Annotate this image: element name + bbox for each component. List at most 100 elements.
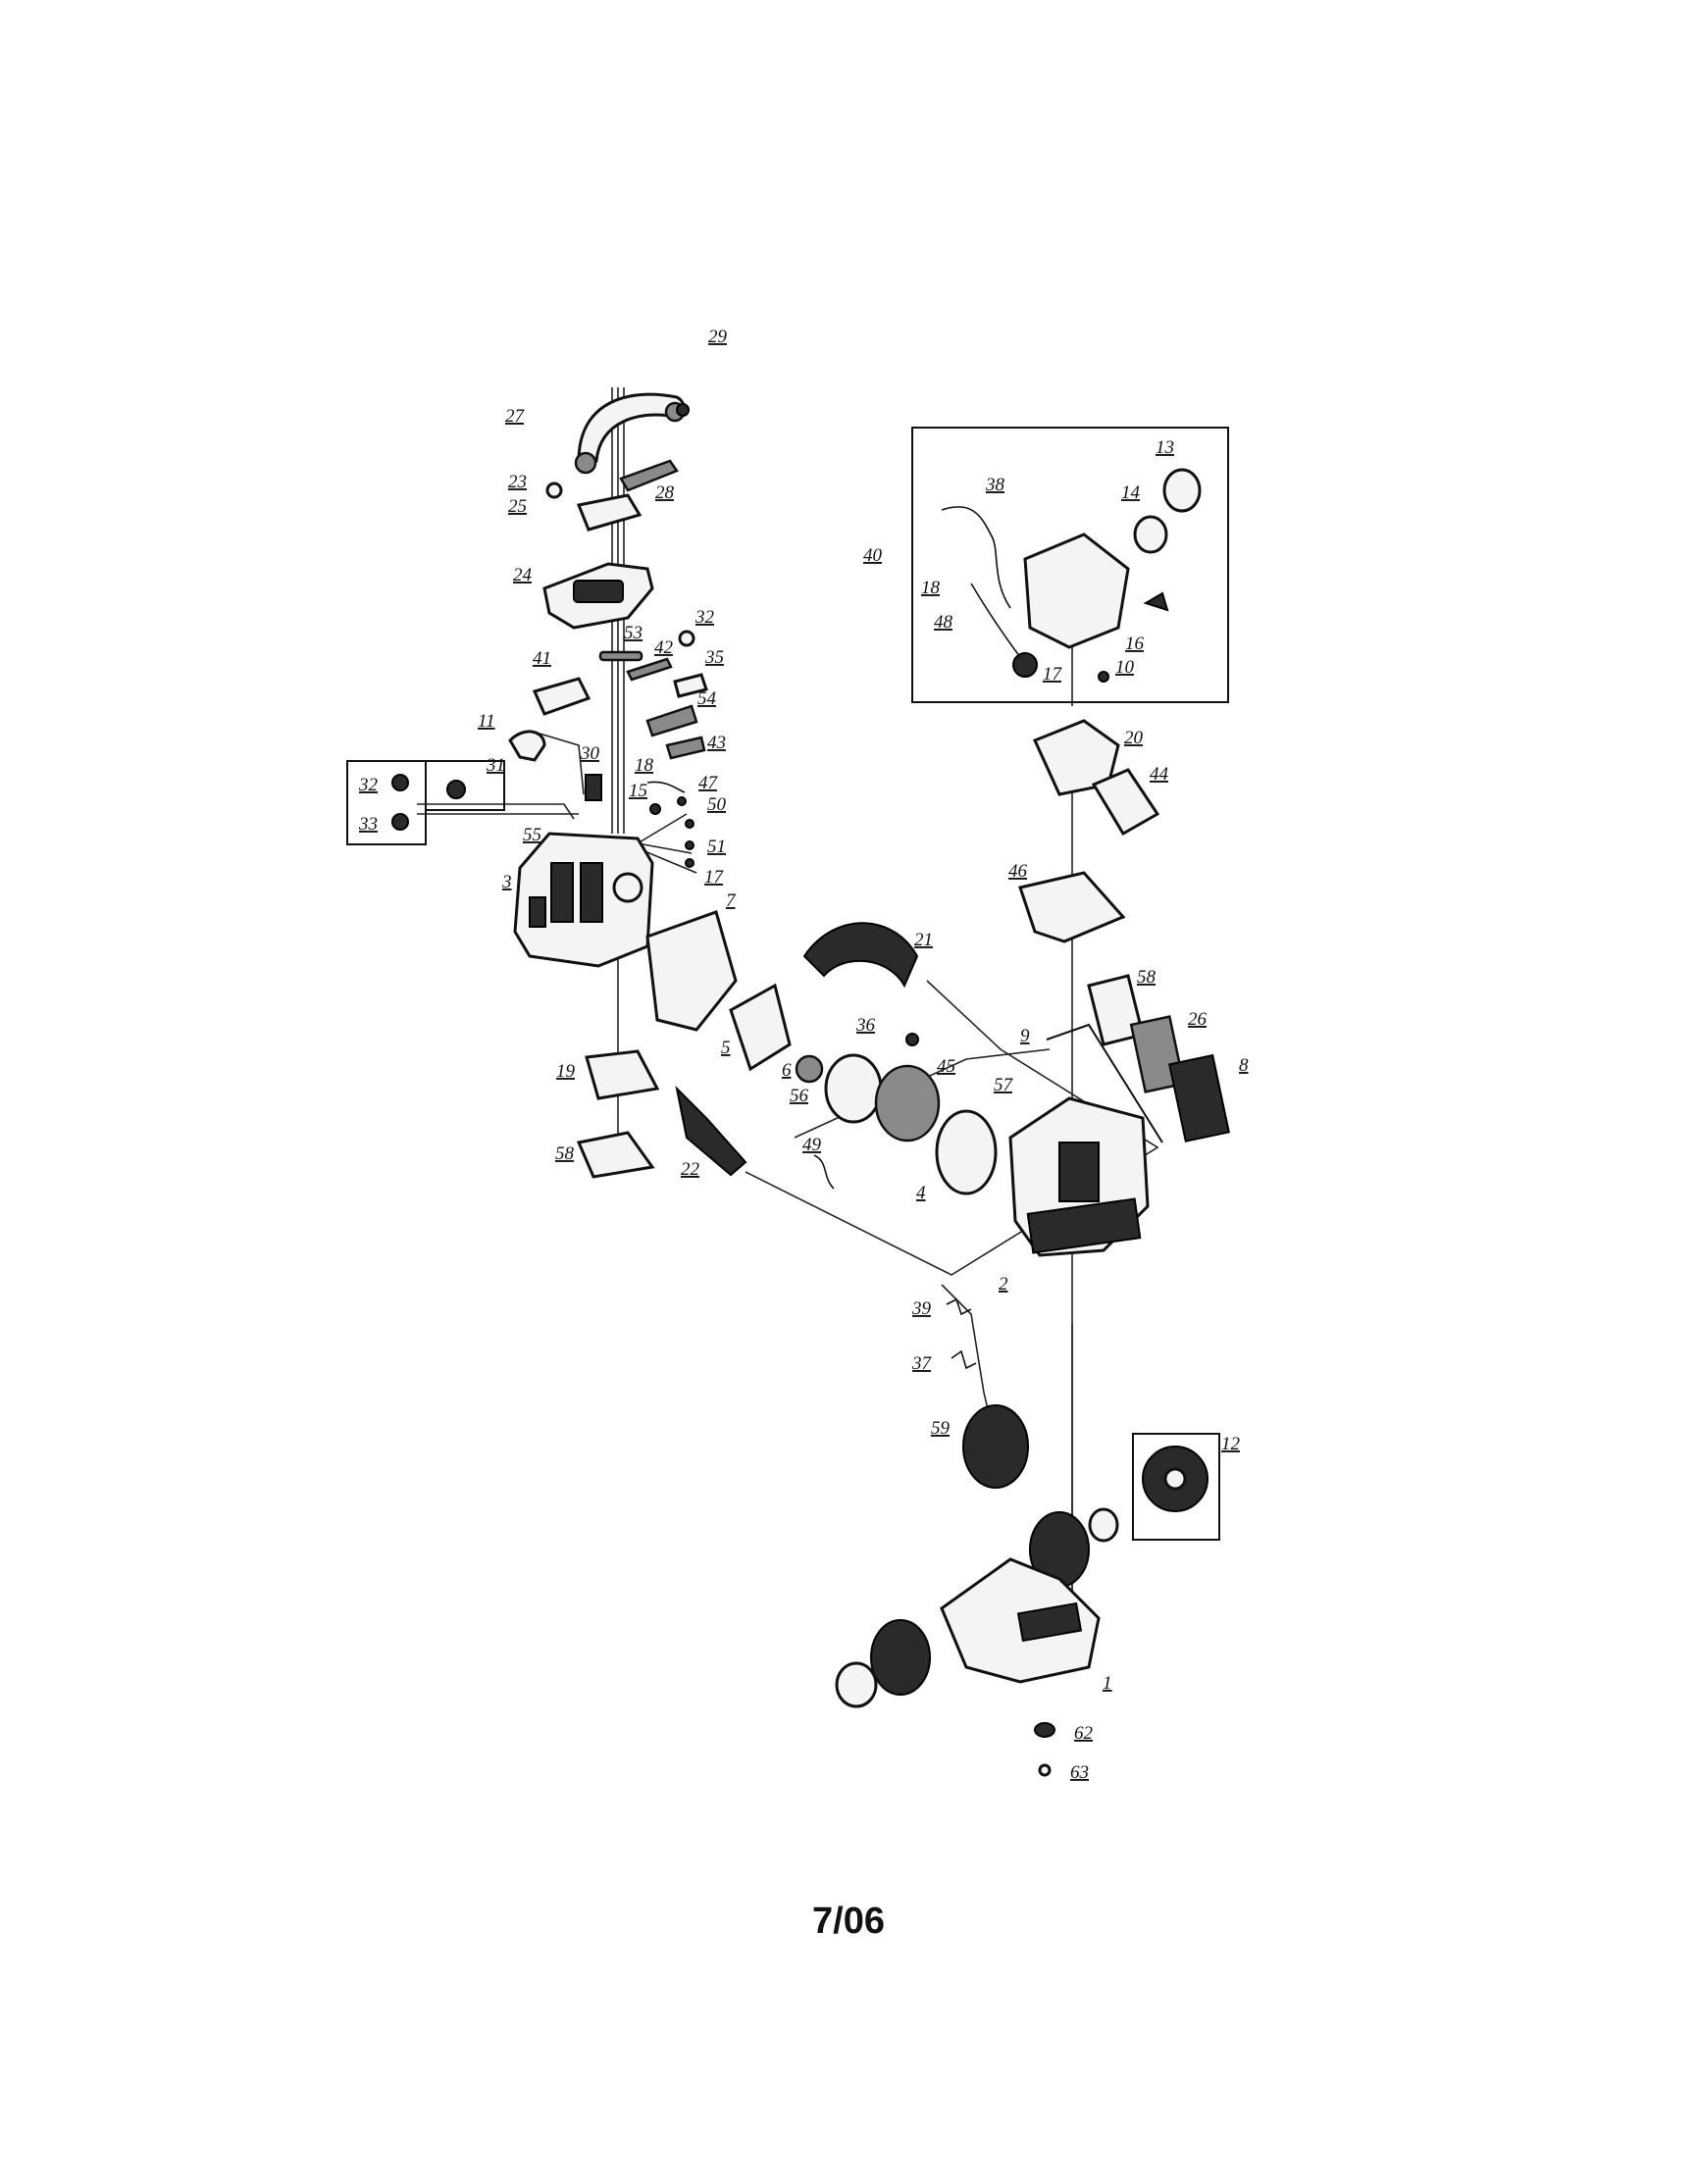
part-callout-30: 30 [580, 743, 600, 764]
part-callout-42: 42 [654, 637, 674, 658]
part-callout-33: 33 [358, 814, 378, 835]
part-callout-40: 40 [863, 545, 883, 566]
part-callout-10: 10 [1115, 657, 1135, 678]
part-callout-18: 18 [921, 578, 941, 598]
part-callout-5: 5 [721, 1038, 731, 1058]
part-callout-22: 22 [681, 1159, 700, 1180]
cord-part-48 [970, 583, 1021, 658]
part-callout-49: 49 [802, 1135, 822, 1155]
part-callout-37: 37 [911, 1353, 933, 1374]
pulley-part-17 [1012, 652, 1038, 678]
foot-part-62 [1034, 1722, 1055, 1738]
part-callout-2: 2 [999, 1274, 1008, 1295]
screw-part-50 [685, 819, 694, 829]
wheel-left-cap [835, 1661, 878, 1708]
screw-part-51 [685, 840, 694, 850]
part-callout-7: 7 [726, 890, 737, 911]
part-callout-4: 4 [916, 1183, 926, 1203]
part-callout-58: 58 [1137, 967, 1157, 988]
hook-part-11 [508, 730, 546, 762]
filter-grill-8 [1167, 1053, 1230, 1143]
spring-part-36 [905, 1033, 919, 1046]
part-callout-32: 32 [358, 775, 379, 795]
part-callout-32: 32 [694, 607, 715, 628]
ring-part-13 [1162, 468, 1202, 513]
cover-housing [1023, 533, 1130, 649]
filter-frame-44 [1091, 768, 1160, 837]
part-callout-57: 57 [994, 1075, 1014, 1095]
lid-part-20 [1032, 719, 1120, 796]
dust-cup-parts [1008, 719, 1230, 1257]
spring-part-37 [951, 1349, 977, 1370]
foot-part-63 [1038, 1763, 1052, 1777]
part-callout-15: 15 [629, 781, 647, 801]
grommet-part-31 [446, 780, 466, 799]
screw-part-47 [677, 796, 687, 806]
handle-knob-left [574, 451, 597, 475]
fan-hub-6 [795, 1054, 824, 1084]
motor-housing [513, 832, 654, 968]
housing-detail-2 [580, 862, 603, 923]
part-callout-35: 35 [704, 647, 724, 668]
clip-part-16 [1143, 591, 1169, 612]
filter-pad-46 [1018, 871, 1126, 943]
part-callout-20: 20 [1124, 728, 1144, 748]
washer-32 [678, 630, 695, 647]
part-callout-17: 17 [1043, 664, 1063, 685]
filters-left [576, 1049, 747, 1179]
screw-part-10 [1098, 671, 1109, 683]
part-callout-43: 43 [707, 733, 726, 753]
part-callout-62: 62 [1074, 1723, 1094, 1744]
nozzle-base-detail [1016, 1601, 1083, 1643]
plug-part-33 [391, 813, 409, 831]
part-callout-8: 8 [1239, 1055, 1249, 1076]
part-callout-21: 21 [914, 930, 933, 950]
filter-part-19 [585, 1049, 660, 1100]
part-callout-29: 29 [708, 327, 728, 347]
wheel-left [870, 1619, 931, 1696]
part-callout-44: 44 [1150, 764, 1169, 785]
part-callout-17: 17 [704, 867, 725, 888]
part-callout-48: 48 [934, 612, 953, 633]
part-callout-53: 53 [624, 623, 643, 643]
screw-part-23 [545, 482, 563, 499]
part-callout-23: 23 [508, 472, 527, 492]
part-callout-28: 28 [655, 483, 675, 503]
screw-part-17 [685, 858, 694, 868]
part-callout-24: 24 [513, 565, 533, 585]
lever-part-41 [532, 677, 591, 716]
bracket-part-54 [645, 704, 698, 737]
wire-part-49 [813, 1154, 835, 1190]
cover-plate-25 [576, 493, 643, 532]
wheel-right-cap [1088, 1507, 1119, 1543]
part-callout-54: 54 [697, 688, 717, 709]
revision-date: 7/06 [812, 1901, 885, 1942]
part-callout-25: 25 [508, 496, 527, 517]
part-callout-9: 9 [1020, 1026, 1030, 1046]
fan-cone-5 [729, 983, 792, 1072]
part-callout-13: 13 [1156, 437, 1174, 458]
part-callout-51: 51 [707, 837, 726, 857]
part-callout-55: 55 [523, 825, 541, 845]
part-callout-18: 18 [635, 755, 654, 776]
part-callout-19: 19 [556, 1061, 576, 1082]
cyclone-inset-parts [941, 468, 1202, 683]
part-callout-50: 50 [707, 794, 727, 815]
screw-part-29 [676, 403, 690, 417]
contact-part-42 [626, 657, 673, 682]
part-callout-26: 26 [1188, 1009, 1208, 1030]
part-callout-39: 39 [911, 1298, 932, 1319]
part-callout-41: 41 [533, 648, 551, 669]
base-housing-chamber [1058, 1142, 1100, 1202]
part-callout-56: 56 [790, 1086, 809, 1106]
belt-housing-59 [962, 1404, 1029, 1489]
plug-part-32 [391, 774, 409, 791]
clip-part-30 [585, 774, 602, 801]
screw-part-15 [649, 803, 661, 815]
part-callout-47: 47 [698, 773, 719, 793]
side-panel-22 [675, 1085, 747, 1177]
part-callout-36: 36 [855, 1015, 876, 1036]
grip-part-28 [619, 459, 679, 492]
